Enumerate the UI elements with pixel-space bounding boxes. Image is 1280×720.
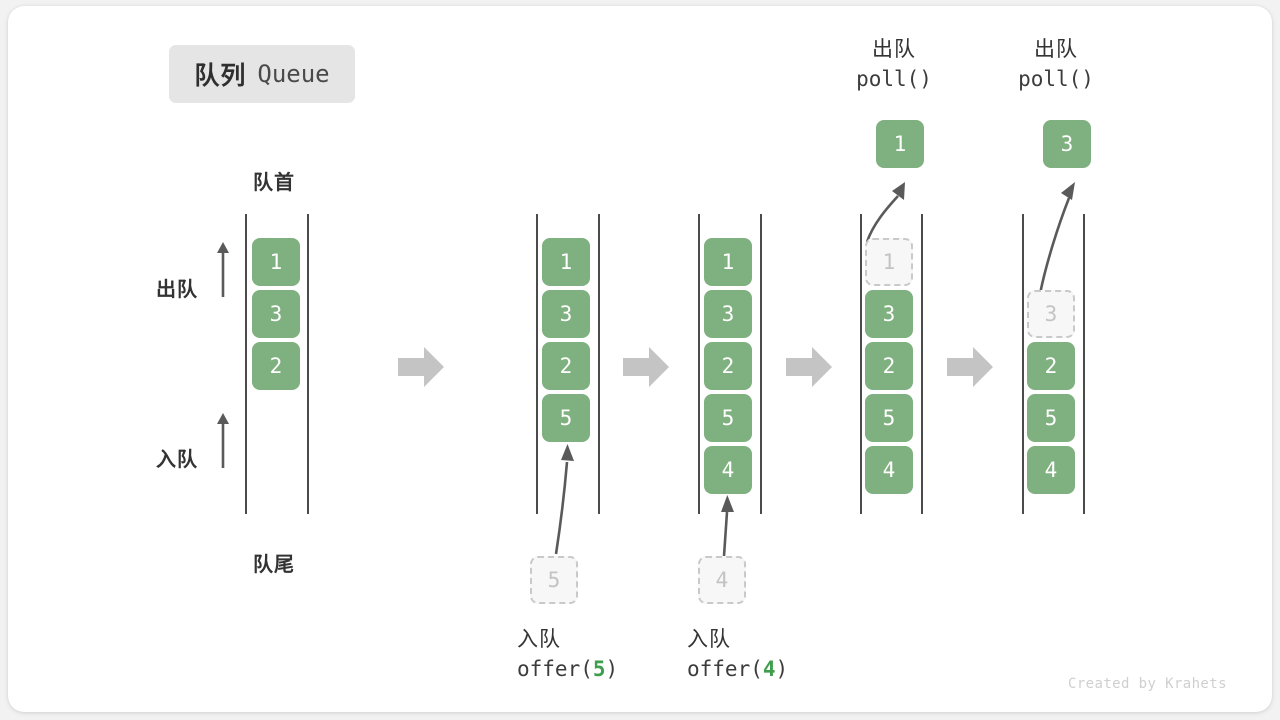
title-badge: 队列 Queue xyxy=(169,45,355,103)
title-en: Queue xyxy=(257,60,330,88)
rail-right-initial xyxy=(307,214,309,514)
queue-element: 3 xyxy=(865,290,913,338)
code-suffix: ) xyxy=(605,656,619,681)
rail-left-offer4 xyxy=(698,214,700,514)
rail-left-poll3 xyxy=(1022,214,1024,514)
queue-element: 1 xyxy=(542,238,590,286)
queue-element: 4 xyxy=(1027,446,1075,494)
title-cn: 队列 xyxy=(194,62,247,90)
queue-element: 1 xyxy=(252,238,300,286)
rail-right-offer5 xyxy=(598,214,600,514)
popped-element: 3 xyxy=(1043,120,1091,168)
queue-element: 4 xyxy=(865,446,913,494)
queue-element: 5 xyxy=(865,394,913,442)
ghost-element: 1 xyxy=(865,238,913,286)
code-prefix: offer( xyxy=(517,656,593,681)
queue-element: 2 xyxy=(1027,342,1075,390)
ghost-element: 3 xyxy=(1027,290,1075,338)
queue-element: 3 xyxy=(542,290,590,338)
diagram-card: 队列 Queue 队首 队尾 出队 入队 1 3 2 1 3 2 5 xyxy=(8,6,1272,712)
ghost-element: 5 xyxy=(530,556,578,604)
rail-right-poll3 xyxy=(1083,214,1085,514)
poll-caption-1: 出队 poll() xyxy=(839,36,949,93)
operation-name: 出队 xyxy=(1034,38,1078,61)
operation-caption-offer5: 入队 offer(5) xyxy=(517,626,618,683)
code-arg: 5 xyxy=(592,656,606,681)
step-arrow xyxy=(398,344,444,390)
popped-element: 1 xyxy=(876,120,924,168)
queue-head-label: 队首 xyxy=(253,172,295,194)
dequeue-arrow-poll1 xyxy=(853,172,923,244)
enqueue-arrow-offer4 xyxy=(698,488,758,558)
step-arrow xyxy=(623,344,669,390)
queue-tail-label: 队尾 xyxy=(253,554,295,576)
queue-element: 5 xyxy=(1027,394,1075,442)
operation-code: offer(4) xyxy=(687,655,788,684)
dequeue-direction-arrow xyxy=(215,241,231,297)
enqueue-side-label: 入队 xyxy=(156,449,198,471)
rail-right-poll1 xyxy=(921,214,923,514)
code-arg: 4 xyxy=(762,656,776,681)
queue-element: 2 xyxy=(252,342,300,390)
queue-element: 2 xyxy=(865,342,913,390)
watermark: Created by Krahets xyxy=(1068,676,1227,692)
queue-element: 2 xyxy=(704,342,752,390)
operation-name: 出队 xyxy=(872,38,916,61)
queue-element: 3 xyxy=(704,290,752,338)
queue-element-new: 4 xyxy=(704,446,752,494)
queue-element: 1 xyxy=(704,238,752,286)
step-arrow xyxy=(786,344,832,390)
dequeue-arrow-poll3 xyxy=(1016,172,1096,296)
enqueue-direction-arrow xyxy=(215,412,231,468)
code-prefix: offer( xyxy=(687,656,763,681)
queue-element-new: 5 xyxy=(542,394,590,442)
operation-name: 入队 xyxy=(687,628,731,651)
step-arrow xyxy=(947,344,993,390)
dequeue-side-label: 出队 xyxy=(156,279,198,301)
operation-code: poll() xyxy=(856,66,932,91)
queue-element: 2 xyxy=(542,342,590,390)
operation-code: offer(5) xyxy=(517,655,618,684)
rail-left-poll1 xyxy=(860,214,862,514)
queue-element: 3 xyxy=(252,290,300,338)
code-suffix: ) xyxy=(775,656,789,681)
ghost-element: 4 xyxy=(698,556,746,604)
rail-left-initial xyxy=(245,214,247,514)
enqueue-arrow-offer5 xyxy=(528,436,598,556)
rail-right-offer4 xyxy=(760,214,762,514)
poll-caption-3: 出队 poll() xyxy=(1001,36,1111,93)
operation-name: 入队 xyxy=(517,628,561,651)
operation-caption-offer4: 入队 offer(4) xyxy=(687,626,788,683)
rail-left-offer5 xyxy=(536,214,538,514)
queue-element: 5 xyxy=(704,394,752,442)
operation-code: poll() xyxy=(1018,66,1094,91)
